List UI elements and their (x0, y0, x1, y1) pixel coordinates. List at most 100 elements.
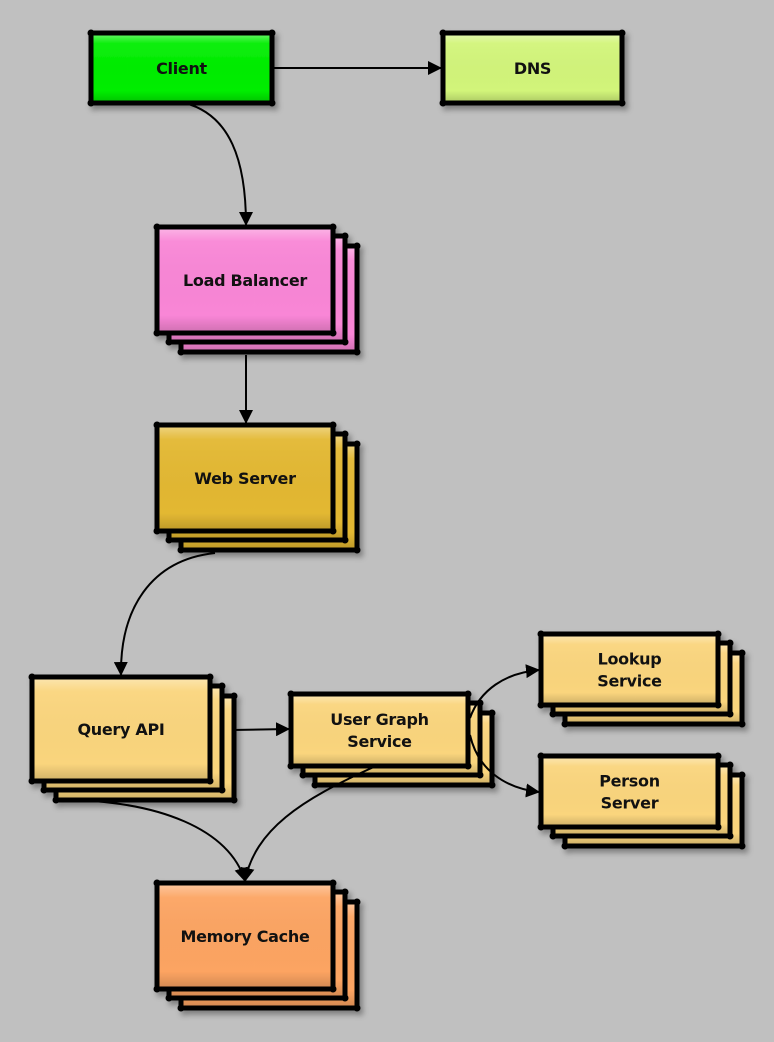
corner-dot (714, 701, 722, 709)
node-label-user-graph-service: Service (347, 732, 412, 751)
corner-dot (561, 720, 569, 728)
corner-dot (488, 781, 496, 789)
node-query-api[interactable] (28, 673, 238, 804)
node-person-server[interactable] (537, 752, 746, 850)
corner-dot (287, 690, 295, 698)
corner-dot (329, 223, 337, 231)
edge-client-to-load-balancer (184, 102, 253, 226)
edge-user-graph-service-to-lookup-service (469, 664, 540, 719)
node-label-person-server: Server (601, 794, 659, 813)
corner-dot (714, 752, 722, 760)
corner-dot (28, 673, 36, 681)
corner-dot (153, 527, 161, 535)
corner-dot (464, 690, 472, 698)
node-memory-cache[interactable] (153, 879, 361, 1012)
corner-dot (353, 440, 361, 448)
edge-user-graph-service-to-memory-cache (240, 765, 377, 882)
corner-dot (177, 546, 185, 554)
corner-dot (738, 842, 746, 850)
node-client[interactable] (87, 29, 276, 107)
corner-dot (618, 29, 626, 37)
node-label-load-balancer: Load Balancer (183, 271, 307, 290)
corner-dot (488, 709, 496, 717)
corner-dot (230, 692, 238, 700)
corner-dot (165, 536, 173, 544)
corner-dot (28, 777, 36, 785)
corner-dot (341, 232, 349, 240)
corner-dot (206, 777, 214, 785)
node-label-person-server: Person (599, 772, 660, 791)
corner-dot (537, 630, 545, 638)
edge-query-api-to-memory-cache (59, 799, 249, 882)
corner-dot (439, 29, 447, 37)
node-label-lookup-service: Service (597, 672, 662, 691)
node-load-balancer[interactable] (153, 223, 361, 356)
node-label-memory-cache: Memory Cache (181, 927, 310, 946)
node-user-graph-service-box-gloss (293, 696, 466, 764)
corner-dot (329, 985, 337, 993)
corner-dot (537, 701, 545, 709)
corner-dot (353, 242, 361, 250)
corner-dot (549, 832, 557, 840)
corner-dot (87, 29, 95, 37)
node-dns-box-gloss (445, 35, 620, 101)
node-lookup-service[interactable] (537, 630, 746, 728)
edge-user-graph-service-to-person-server (469, 734, 540, 798)
corner-dot (165, 338, 173, 346)
node-web-server[interactable] (153, 421, 361, 554)
overlay-edges-layer (240, 664, 540, 882)
corner-dot (353, 546, 361, 554)
corner-dot (268, 99, 276, 107)
corner-dot (153, 879, 161, 887)
corner-dot (714, 630, 722, 638)
corner-dot (726, 639, 734, 647)
node-label-client: Client (156, 59, 207, 78)
corner-dot (153, 985, 161, 993)
corner-dot (311, 781, 319, 789)
corner-dot (299, 771, 307, 779)
corner-dot (329, 527, 337, 535)
corner-dot (738, 720, 746, 728)
node-user-graph-service[interactable] (287, 690, 496, 789)
corner-dot (165, 994, 173, 1002)
corner-dot (153, 223, 161, 231)
node-label-user-graph-service: User Graph (330, 710, 429, 729)
corner-dot (40, 786, 48, 794)
corner-dot (341, 536, 349, 544)
corner-dot (353, 1004, 361, 1012)
node-lookup-service-box-gloss (543, 636, 716, 703)
node-client-box-gloss (93, 35, 270, 101)
node-web-server-box-gloss (159, 427, 331, 529)
corner-dot (177, 1004, 185, 1012)
corner-dot (329, 421, 337, 429)
node-label-query-api: Query API (77, 720, 164, 739)
corner-dot (153, 421, 161, 429)
corner-dot (329, 879, 337, 887)
corner-dot (287, 762, 295, 770)
corner-dot (329, 329, 337, 337)
corner-dot (476, 771, 484, 779)
corner-dot (726, 710, 734, 718)
corner-dot (206, 673, 214, 681)
node-person-server-box-gloss (543, 758, 716, 825)
corner-dot (218, 786, 226, 794)
corner-dot (561, 842, 569, 850)
corner-dot (341, 888, 349, 896)
corner-dot (537, 752, 545, 760)
corner-dot (353, 348, 361, 356)
node-dns[interactable] (439, 29, 626, 107)
corner-dot (230, 796, 238, 804)
corner-dot (549, 710, 557, 718)
corner-dot (353, 898, 361, 906)
corner-dot (268, 29, 276, 37)
corner-dot (738, 649, 746, 657)
corner-dot (153, 329, 161, 337)
corner-dot (726, 761, 734, 769)
node-label-web-server: Web Server (194, 469, 296, 488)
corner-dot (464, 762, 472, 770)
node-load-balancer-box-gloss (159, 229, 331, 331)
node-label-dns: DNS (514, 59, 551, 78)
corner-dot (52, 796, 60, 804)
